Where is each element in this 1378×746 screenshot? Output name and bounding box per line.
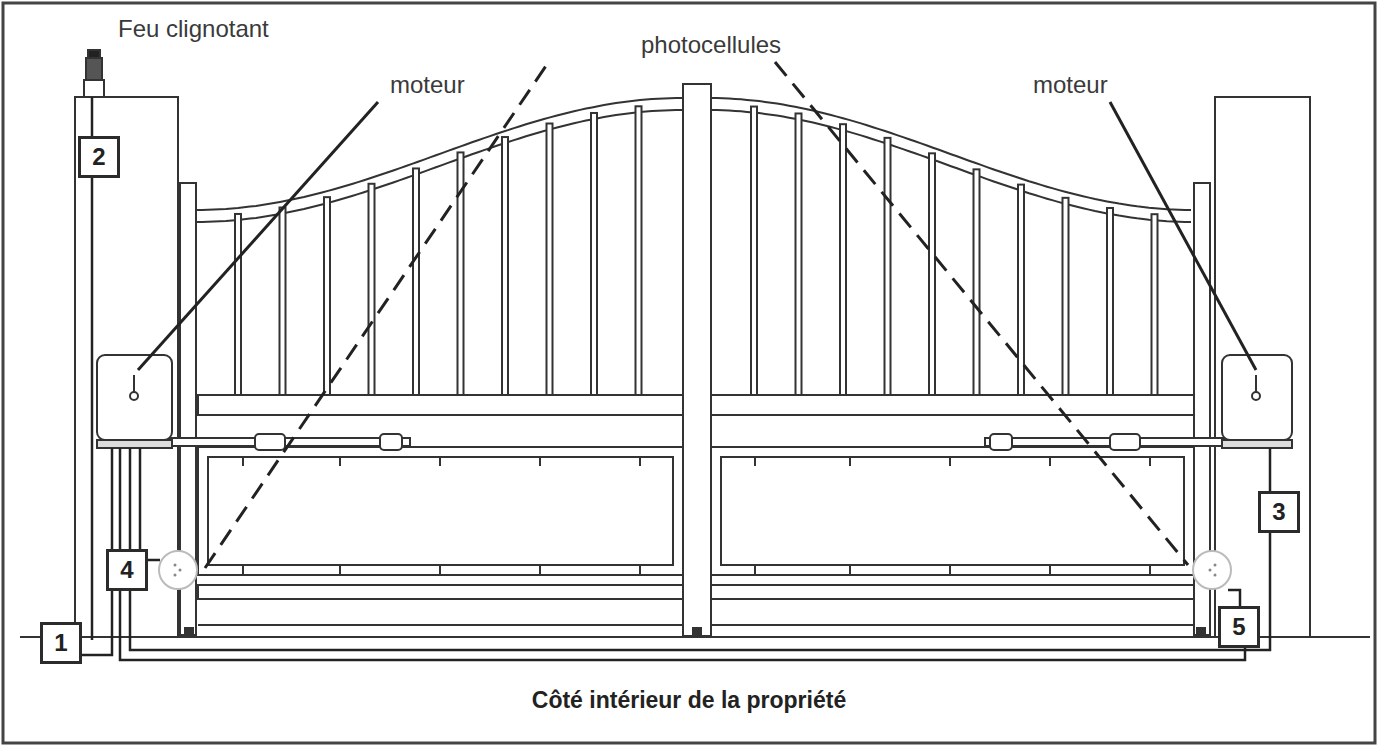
part-label: photocellules xyxy=(641,32,781,58)
bar xyxy=(1018,185,1024,395)
bar xyxy=(591,113,597,395)
tick xyxy=(639,565,641,575)
bar xyxy=(235,214,241,395)
flasher-base xyxy=(84,80,104,97)
tick xyxy=(639,457,641,466)
gate xyxy=(180,84,1210,636)
right-arm xyxy=(985,438,1225,446)
right-motor-key xyxy=(1255,375,1257,392)
tick xyxy=(539,457,541,466)
wire xyxy=(140,448,160,560)
photocell-leader xyxy=(775,62,1188,565)
tick xyxy=(754,457,756,466)
tick xyxy=(849,457,851,466)
right-pillar xyxy=(1215,97,1310,637)
wire xyxy=(91,97,94,640)
bar xyxy=(796,113,802,395)
left-motor-key xyxy=(133,375,135,392)
tick xyxy=(1149,457,1151,466)
gate-bars xyxy=(196,98,1191,395)
caption-note: Côté intérieur de la propriété xyxy=(532,688,846,713)
bar xyxy=(547,124,553,395)
motor-leader xyxy=(1110,102,1256,370)
bar xyxy=(1152,214,1158,395)
top-curve xyxy=(196,98,682,210)
callout-number: 2 xyxy=(92,145,105,169)
left-motor-key-hole xyxy=(130,392,138,400)
bar xyxy=(974,169,980,395)
bar xyxy=(324,197,330,395)
tick xyxy=(1149,565,1151,575)
left-arm-joint xyxy=(255,434,285,450)
callout-number: 4 xyxy=(120,558,133,582)
part-label: Feu clignotant xyxy=(118,16,269,42)
callout-number: 3 xyxy=(1272,500,1285,524)
flasher-cap xyxy=(88,50,100,58)
callout-box: 3 xyxy=(1258,491,1300,533)
left-arm-bracket xyxy=(380,434,402,450)
left-motor xyxy=(97,355,172,440)
right-photocell xyxy=(1193,551,1231,589)
frame xyxy=(3,3,1375,743)
bar xyxy=(502,137,508,395)
callout-box: 4 xyxy=(106,549,148,591)
tick xyxy=(439,457,441,466)
bar xyxy=(840,124,846,395)
part-label: moteur xyxy=(1033,72,1108,98)
callout-number: 1 xyxy=(54,631,67,655)
bar xyxy=(885,138,891,395)
tick xyxy=(242,565,244,575)
tick xyxy=(339,457,341,466)
tick xyxy=(539,565,541,575)
tick xyxy=(949,457,951,466)
bar xyxy=(369,184,375,395)
photocell-leader xyxy=(205,60,550,568)
right-arm-joint xyxy=(1110,434,1140,450)
top-curve xyxy=(711,110,1191,222)
callout-box: 2 xyxy=(78,136,120,178)
bar xyxy=(1063,198,1069,395)
tick xyxy=(242,457,244,466)
top-curve xyxy=(196,110,682,222)
right-motor-key-hole xyxy=(1252,392,1260,400)
tick xyxy=(849,565,851,575)
bar xyxy=(413,168,419,395)
tick xyxy=(754,565,756,575)
bar xyxy=(1107,208,1113,395)
left-photocell xyxy=(159,551,197,589)
tick xyxy=(1049,457,1051,466)
motor-leader xyxy=(138,102,378,370)
left-pillar xyxy=(75,97,178,637)
bar xyxy=(751,107,757,395)
wire xyxy=(130,448,1270,650)
wire xyxy=(120,448,1245,660)
part-label: moteur xyxy=(390,72,465,98)
tick xyxy=(439,565,441,575)
tick xyxy=(339,565,341,575)
right-motor xyxy=(1222,355,1292,440)
right-motor-base xyxy=(1222,440,1292,448)
tick xyxy=(1049,565,1051,575)
flasher-lamp xyxy=(86,58,102,80)
right-arm-bracket xyxy=(990,434,1012,450)
left-motor-base xyxy=(97,440,172,448)
bar xyxy=(280,208,286,395)
callout-box: 5 xyxy=(1218,606,1260,648)
bar xyxy=(929,153,935,395)
top-curve xyxy=(711,98,1191,210)
callout-number: 5 xyxy=(1232,615,1245,639)
rail-ticks xyxy=(243,457,1150,575)
callout-box: 1 xyxy=(40,622,82,664)
tick xyxy=(949,565,951,575)
bar xyxy=(636,106,642,395)
